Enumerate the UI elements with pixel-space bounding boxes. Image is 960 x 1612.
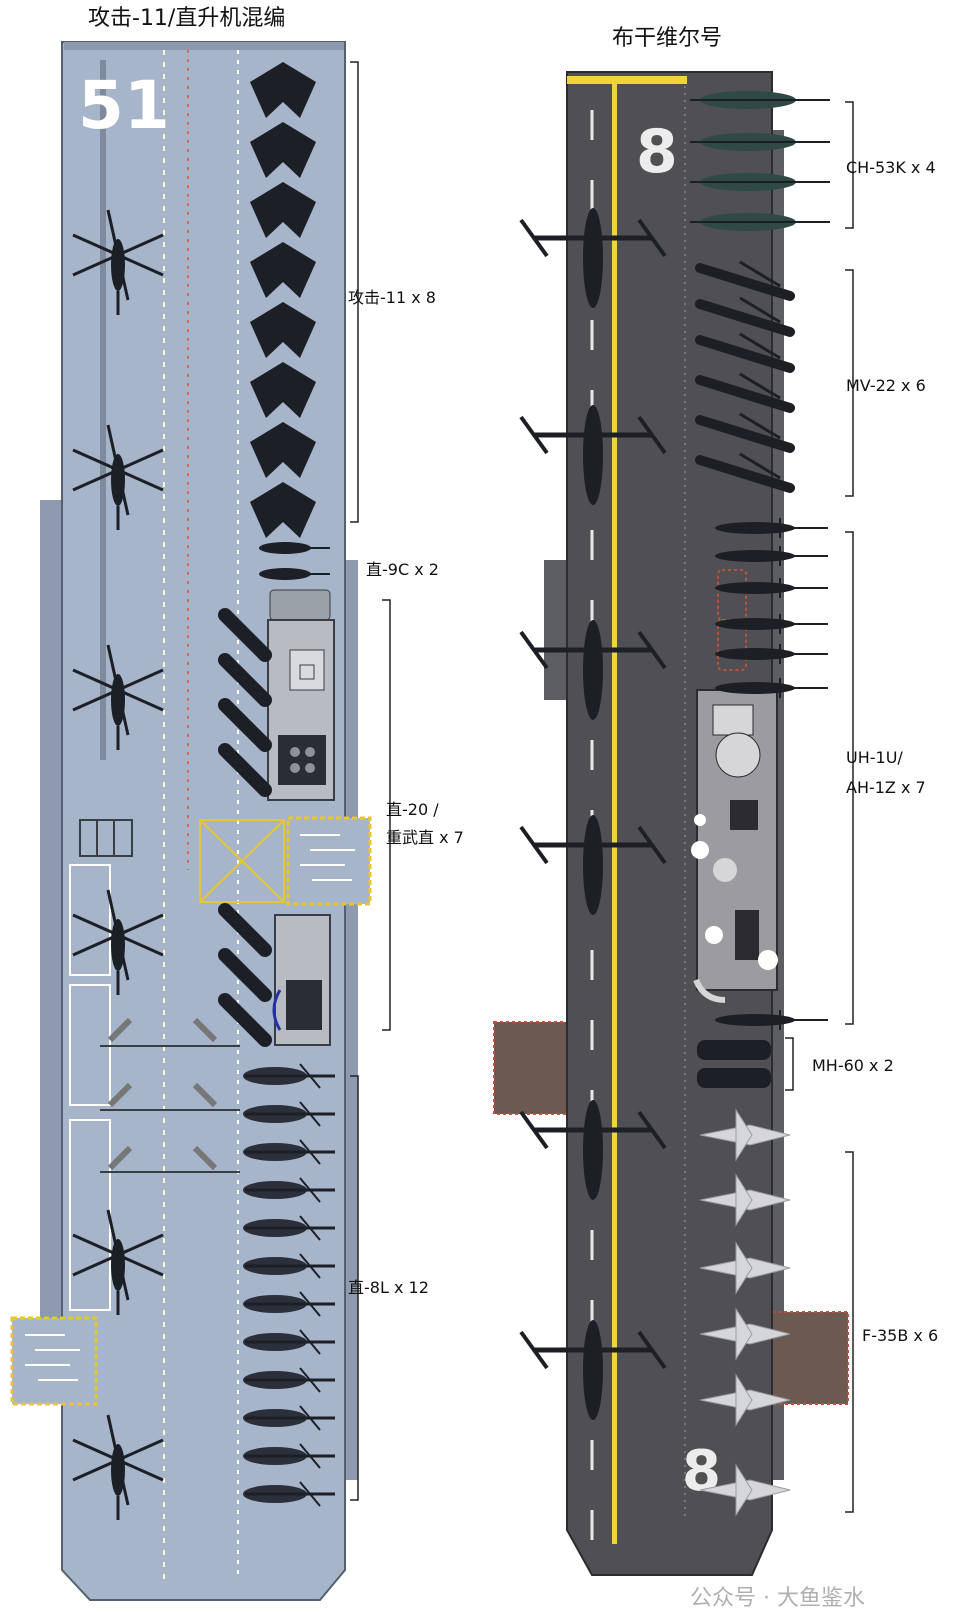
right-ship-brackets	[785, 101, 854, 1513]
uh1-ah1-helicopter-group	[715, 518, 828, 1030]
label-uh1-line2: AH-1Z x 7	[846, 778, 926, 797]
label-z9c: 直-9C x 2	[366, 560, 439, 579]
ch53k-helicopter-group	[690, 91, 830, 231]
right-ship-deck-edge-elevator-starboard	[759, 1311, 849, 1405]
label-mh60: MH-60 x 2	[812, 1056, 894, 1075]
left-ship-elevator-1	[286, 816, 372, 906]
gj11-drone-icon	[250, 182, 316, 238]
left-ship-tie-down-lines	[100, 1045, 240, 1173]
z9c-helicopter-icon	[259, 542, 311, 554]
mh60-helicopter-icon	[697, 1040, 771, 1060]
z20-helicopter-icon	[218, 743, 272, 797]
left-ship-port-sponson	[40, 500, 62, 1400]
mh60-helicopter-icon	[697, 1068, 771, 1088]
right-hull-number: 8	[636, 117, 678, 187]
z20-helicopter-icon	[218, 993, 272, 1047]
label-z20-line2: 重武直 x 7	[386, 828, 464, 847]
mv22-osprey-icon	[695, 263, 795, 301]
uh1-helicopter-icon	[715, 522, 795, 534]
uh1-helicopter-icon	[715, 1014, 795, 1026]
f35b-jet-group	[699, 1108, 791, 1517]
uh1-helicopter-icon	[715, 682, 795, 694]
uh1-helicopter-icon	[715, 648, 795, 660]
left-diagram-title: 攻击-11/直升机混编	[88, 6, 286, 31]
right-ship-center-line	[612, 84, 617, 1544]
gj11-drone-icon	[250, 362, 316, 418]
left-ship: 51	[10, 41, 391, 1601]
gj11-drone-icon	[250, 422, 316, 478]
left-ship-grid-box	[79, 819, 133, 857]
watermark-text: 公众号 · 大鱼鉴水	[690, 1586, 865, 1611]
z20-helicopter-icon	[218, 698, 272, 752]
left-ship-bow-band	[64, 42, 344, 50]
gj11-drone-icon	[250, 62, 316, 118]
mv22-deck-group	[519, 208, 667, 1420]
z8l-helicopter-group	[243, 1063, 335, 1507]
left-rotor-helicopter-group	[72, 209, 164, 1520]
mh60-helicopter-group	[697, 1040, 771, 1088]
label-uh1-line1: UH-1U/	[846, 748, 903, 767]
left-ship-island	[267, 589, 335, 1046]
left-ship-brackets	[350, 61, 391, 1501]
uh1-helicopter-icon	[715, 550, 795, 562]
z9c-helicopter-group	[259, 542, 330, 580]
mv22-osprey-icon	[695, 455, 795, 493]
left-ship-deck-marking-box	[199, 819, 285, 903]
gj11-drone-icon	[250, 242, 316, 298]
z20-helicopter-icon	[218, 608, 272, 662]
left-ship-rail	[100, 60, 106, 760]
right-hull-number-aft: 8	[682, 1439, 721, 1504]
mv22-osprey-icon	[695, 335, 795, 373]
gj11-drone-group	[250, 62, 316, 538]
label-ch53k: CH-53K x 4	[846, 158, 936, 177]
left-hull-number: 51	[78, 67, 170, 144]
left-ship-elevator-2	[10, 1316, 98, 1406]
label-z20-line1: 直-20 /	[386, 800, 439, 819]
right-ship-bow-marking	[567, 76, 687, 84]
right-ship: 8 8	[493, 71, 854, 1576]
label-z8l: 直-8L x 12	[348, 1278, 429, 1297]
gj11-drone-icon	[250, 122, 316, 178]
mv22-osprey-icon	[695, 375, 795, 413]
mv22-osprey-icon	[695, 299, 795, 337]
uh1-helicopter-icon	[715, 618, 795, 630]
right-ship-island	[691, 689, 778, 1003]
left-ship-deck-dashes	[107, 1017, 218, 1171]
label-gj11: 攻击-11 x 8	[348, 288, 436, 307]
uh1-helicopter-icon	[715, 582, 795, 594]
right-diagram-title: 布干维尔号	[612, 26, 723, 51]
label-mv22: MV-22 x 6	[846, 376, 926, 395]
mv22-osprey-icon	[695, 415, 795, 453]
z20-helicopter-icon	[218, 903, 272, 957]
mv22-osprey-group	[695, 260, 795, 493]
z20-helicopter-icon	[218, 653, 272, 707]
gj11-drone-icon	[250, 302, 316, 358]
label-f35b: F-35B x 6	[862, 1326, 939, 1345]
right-ship-port-sponson	[544, 560, 568, 700]
z20-helicopter-icon	[218, 948, 272, 1002]
right-ship-deck-outline-2	[717, 619, 747, 671]
z9c-helicopter-icon	[259, 568, 311, 580]
gj11-drone-icon	[250, 482, 316, 538]
z20-helicopter-group	[218, 608, 272, 1047]
